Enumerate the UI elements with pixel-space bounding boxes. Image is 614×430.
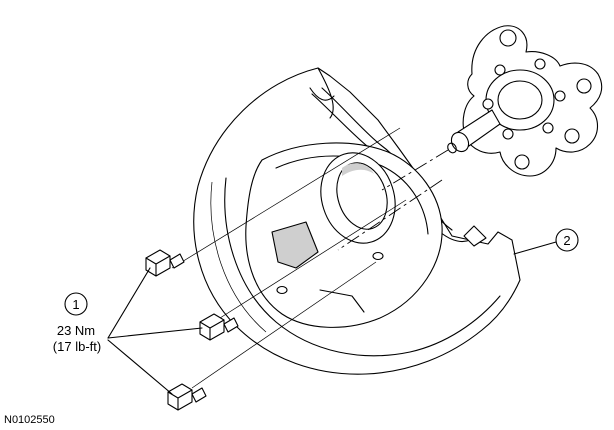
bolt-middle (199, 313, 239, 341)
torque-nm-label: 23 Nm (57, 323, 95, 338)
leader-line-lower-bolt (107, 339, 173, 395)
bolt-lower (167, 383, 207, 411)
leader-line-shield (513, 241, 557, 255)
figure-id: N0102550 (4, 414, 55, 426)
callout-2: 2 (513, 228, 579, 255)
callout-1-number: 1 (72, 297, 79, 312)
backing-plate (245, 142, 443, 328)
leader-line-middle-bolt (107, 327, 203, 339)
callout-1: 1 23 Nm (17 lb-ft) (53, 267, 203, 395)
callout-2-number: 2 (563, 233, 570, 248)
bolt-upper (145, 249, 185, 277)
bolt-alignment-lines (171, 127, 407, 389)
torque-lbft-label: (17 lb-ft) (53, 339, 101, 354)
leader-line-upper-bolt (107, 267, 151, 339)
wheel-hub (447, 25, 603, 177)
center-lines (337, 149, 449, 251)
